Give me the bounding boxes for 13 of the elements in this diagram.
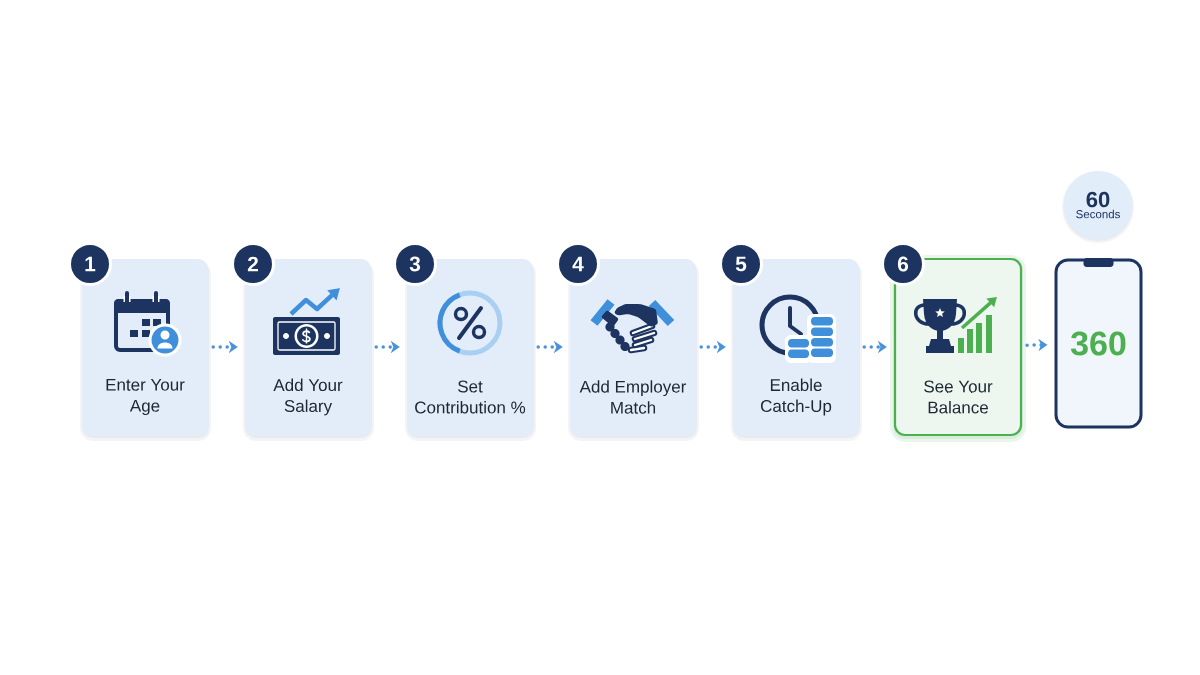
number-badge: 1 bbox=[68, 242, 112, 286]
step-label: Add Employer Match bbox=[579, 380, 687, 414]
step-label: See Your Balance bbox=[924, 380, 993, 414]
step-label: Enter Your Age bbox=[106, 378, 185, 416]
number-badge: 3 bbox=[393, 242, 437, 286]
step-label: Add Your Salary bbox=[273, 378, 343, 416]
phone-frame: 360 bbox=[1054, 258, 1143, 429]
step-label: Enable Catch-Up bbox=[760, 378, 832, 416]
number-badge: 5 bbox=[719, 242, 763, 286]
number-badge: 2 bbox=[231, 242, 275, 286]
number-badge: 6 bbox=[881, 242, 925, 286]
number-badge: 4 bbox=[556, 242, 600, 286]
step-label: Set Contribution % bbox=[415, 380, 526, 414]
